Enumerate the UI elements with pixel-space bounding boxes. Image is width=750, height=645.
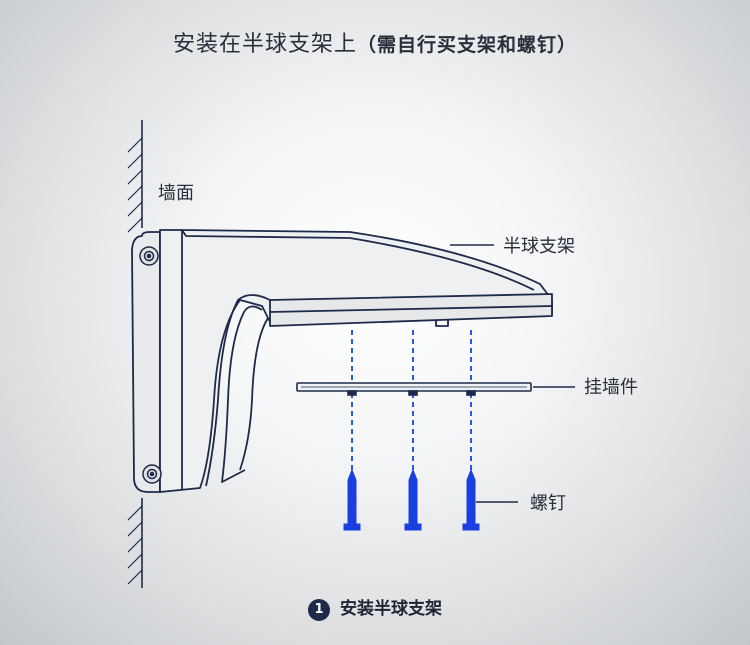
page-title: 安装在半球支架上（需自行买支架和螺钉） xyxy=(0,26,750,58)
alignment-lines xyxy=(351,330,472,470)
title-main: 安装在半球支架上 xyxy=(172,32,357,57)
label-mount-plate: 挂墙件 xyxy=(584,377,638,398)
wall xyxy=(127,120,143,588)
title-note: （需自行买支架和螺钉） xyxy=(357,34,578,56)
mount-plate xyxy=(296,382,575,396)
step-text: 安装半球支架 xyxy=(340,599,442,619)
screw-1 xyxy=(343,468,361,531)
screw-2 xyxy=(404,468,422,531)
dome-bracket xyxy=(131,229,553,493)
label-wall: 墙面 xyxy=(158,183,194,204)
screws xyxy=(343,468,518,531)
screw-3 xyxy=(462,468,480,531)
label-bracket: 半球支架 xyxy=(503,236,575,257)
step-caption: 1 安装半球支架 xyxy=(0,594,750,621)
step-number-badge: 1 xyxy=(308,599,330,621)
label-screws: 螺钉 xyxy=(530,493,566,514)
